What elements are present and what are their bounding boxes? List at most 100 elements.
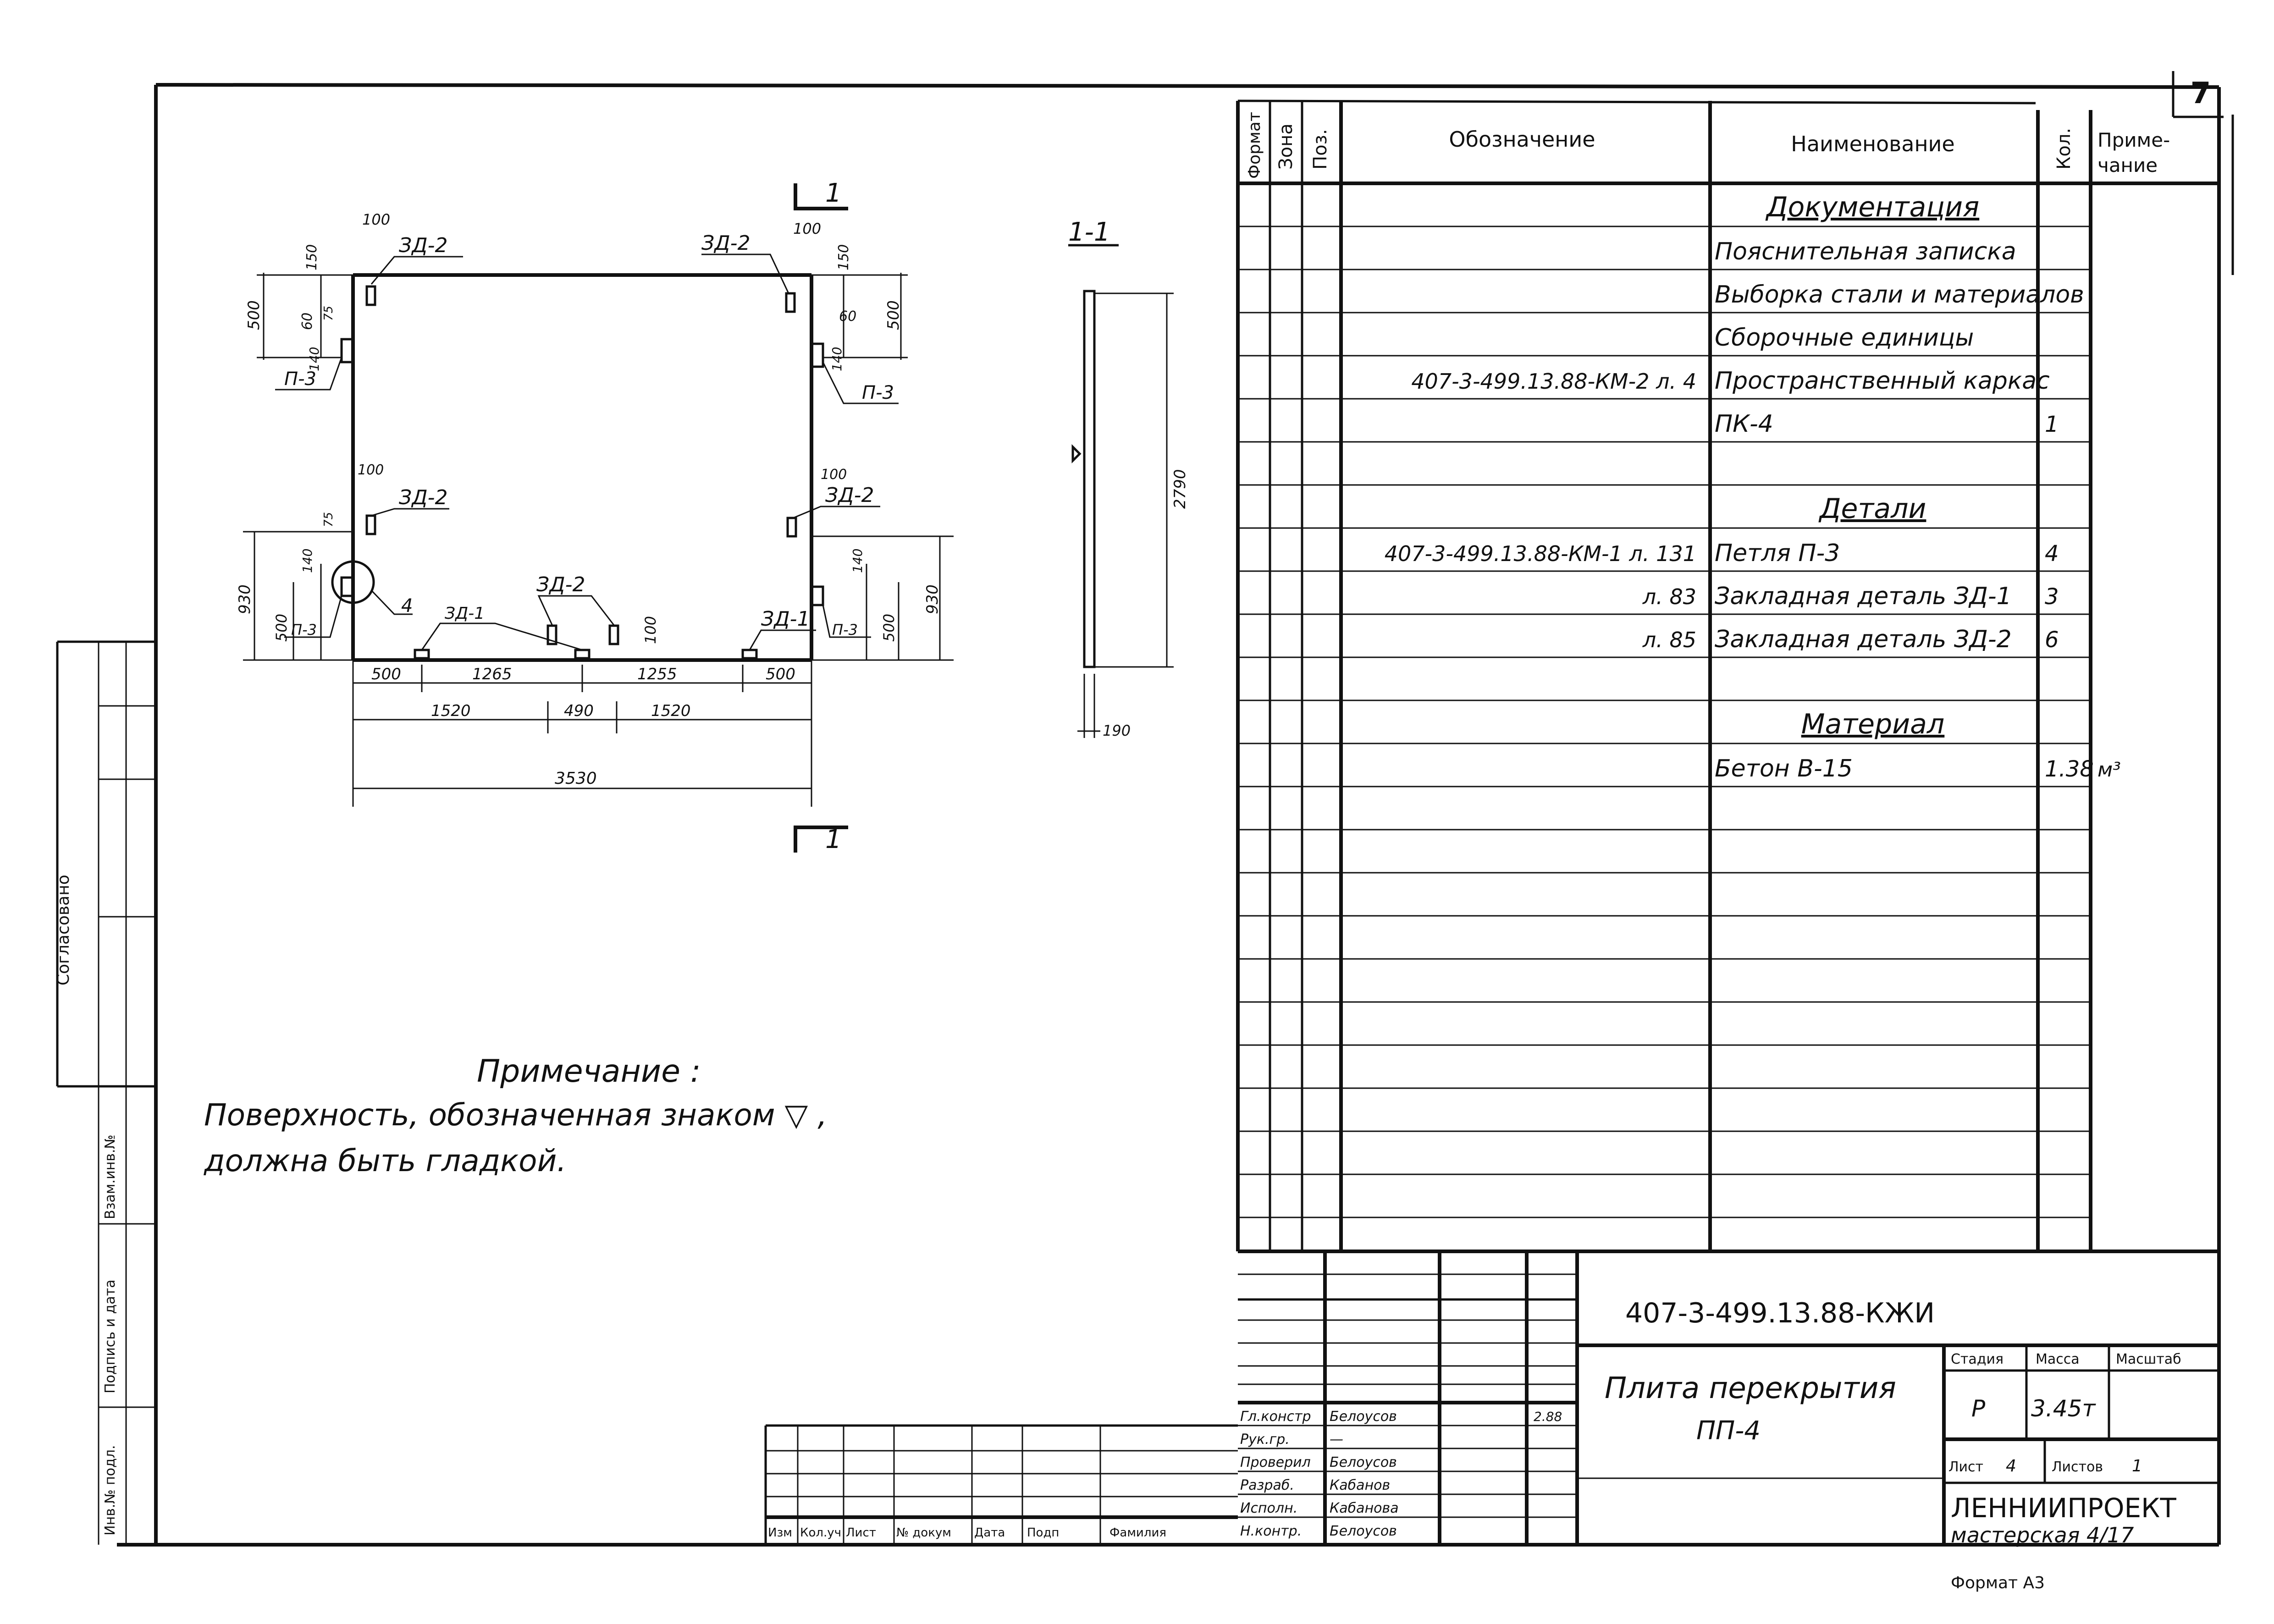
dim-75-left-mid: 75 [322, 512, 336, 527]
format-label: Формат А3 [1951, 1574, 2045, 1592]
role-name: Кабанов [1330, 1477, 1390, 1493]
role-name: Белоусов [1330, 1523, 1397, 1539]
title-block-grid [764, 1250, 2219, 1545]
spec-row-name: Материал [1801, 708, 1945, 740]
org-name: ЛЕННИИПРОЕКТ [1951, 1492, 2176, 1524]
spec-row-designation: 407-3-499.13.88-КМ-2 л. 4 [1411, 369, 1696, 394]
label-p3-top-left: П-3 [284, 369, 316, 390]
sheet-value: 4 [2006, 1457, 2016, 1475]
dim-930-right: 930 [923, 584, 942, 614]
spec-header-note: Приме-чание [2097, 129, 2170, 176]
title-line-2: ПП-4 [1696, 1416, 1761, 1446]
dim-140-right-bottom: 140 [850, 549, 865, 573]
sheet-number: 7 [2191, 77, 2211, 110]
dim-140-left-top: 140 [307, 347, 322, 371]
replaced-inv-label: Взам.инв.№ [102, 1134, 118, 1219]
stage-label: Стадия [1951, 1351, 2004, 1367]
label-zd2-mid-right: ЗД-2 [825, 484, 874, 507]
role-name: — [1330, 1431, 1343, 1448]
dim-190: 190 [1103, 722, 1131, 739]
spec-row-note: м³ [2097, 758, 2121, 782]
spec-row-name: Документация [1765, 191, 1979, 223]
role-name: Белоусов [1330, 1454, 1397, 1470]
dim-100-top-left: 100 [362, 211, 390, 228]
spec-row-qty: 1 [2045, 412, 2059, 437]
role-label: Гл.констр [1240, 1409, 1311, 1425]
label-circle-ref: 4 [401, 595, 413, 617]
spec-header-format: Формат [1245, 112, 1264, 179]
spec-row-qty: 3 [2045, 584, 2059, 610]
spec-row-qty: 4 [2045, 541, 2059, 567]
role-date: 2.88 [1534, 1409, 1562, 1424]
dim-1520-right: 1520 [651, 702, 691, 720]
section-1-1 [1068, 244, 1174, 738]
spec-header-name: Наименование [1791, 132, 1954, 156]
dim-500-right-top: 500 [884, 300, 903, 330]
mass-value: 3.45т [2031, 1395, 2096, 1422]
note-line-1: Поверхность, обозначенная знаком ▽ , [204, 1097, 827, 1133]
sheet-frame [117, 71, 2224, 1547]
dim-140-right-top: 140 [829, 347, 844, 371]
dim-3530: 3530 [555, 769, 597, 788]
spec-row-designation: л. 83 [1642, 584, 1696, 609]
note-line-2: должна быть гладкой. [204, 1143, 566, 1178]
section-title: 1-1 [1068, 217, 1110, 247]
dim-100-bottom: 100 [642, 616, 659, 644]
left-strip [56, 640, 156, 1545]
dim-140-left-bottom: 140 [300, 549, 315, 573]
title-line-1: Плита перекрытия [1605, 1371, 1896, 1405]
spec-table-grid [1236, 99, 2234, 1251]
label-p3-bottom-right: П-3 [832, 621, 858, 639]
dim-150-right: 150 [836, 244, 852, 270]
label-zd2-bottom: ЗД-2 [536, 573, 585, 596]
dim-1255: 1255 [637, 665, 677, 683]
spec-row-qty: 6 [2045, 627, 2059, 653]
spec-row-name: Бетон В-15 [1715, 755, 1853, 782]
signature-date-label: Подпись и дата [102, 1280, 118, 1394]
role-name: Кабанова [1330, 1500, 1399, 1516]
dim-60-right: 60 [839, 308, 856, 325]
spec-header-pos: Поз. [1310, 129, 1331, 170]
dim-500-left-bottom: 500 [273, 614, 290, 642]
dim-930-left: 930 [236, 584, 254, 614]
dim-100-mid-right: 100 [821, 467, 847, 483]
role-label: Н.контр. [1240, 1523, 1302, 1539]
dim-1520-left: 1520 [431, 702, 471, 720]
role-name: Белоусов [1330, 1409, 1397, 1425]
revision-header: Дата [974, 1526, 1005, 1540]
dim-60-left: 60 [299, 313, 315, 330]
doc-code: 407-3-499.13.88-КЖИ [1625, 1297, 1935, 1329]
dim-2790: 2790 [1171, 469, 1189, 509]
spec-table-rows [1238, 226, 2091, 1218]
agreed-label: Согласовано [54, 875, 73, 985]
label-zd2-top-right: ЗД-2 [701, 231, 750, 255]
spec-row-designation: л. 85 [1642, 628, 1696, 652]
sheets-value: 1 [2132, 1457, 2142, 1475]
spec-row-qty: 1.38 [2045, 756, 2094, 782]
sheets-label: Листов [2052, 1459, 2103, 1475]
dim-500-bottom-left: 500 [371, 665, 401, 683]
spec-row-name: ПК-4 [1715, 410, 1773, 438]
revision-header: Лист [846, 1526, 876, 1540]
section-mark-bottom: 1 [825, 825, 842, 854]
dim-1265: 1265 [472, 665, 512, 683]
label-zd2-top-left: ЗД-2 [399, 234, 447, 257]
spec-row-name: Закладная деталь ЗД-1 [1715, 583, 2012, 610]
dim-100-mid-left: 100 [358, 462, 384, 478]
spec-row-name: Петля П-3 [1715, 539, 1840, 567]
original-inv-label: Инв.№ подл. [102, 1445, 118, 1536]
spec-header-qty: Кол. [2053, 128, 2075, 170]
role-label: Рук.гр. [1240, 1431, 1290, 1448]
dim-100-top-right: 100 [793, 220, 821, 237]
stage-value: Р [1971, 1395, 1986, 1422]
label-p3-top-right: П-3 [862, 382, 894, 403]
dim-500-right-bottom: 500 [880, 614, 898, 642]
spec-row-designation: 407-3-499.13.88-КМ-1 л. 131 [1385, 541, 1696, 566]
revision-header: Изм [768, 1526, 792, 1540]
revision-header: Кол.уч [800, 1526, 841, 1540]
spec-row-name: Сборочные единицы [1715, 324, 1974, 352]
